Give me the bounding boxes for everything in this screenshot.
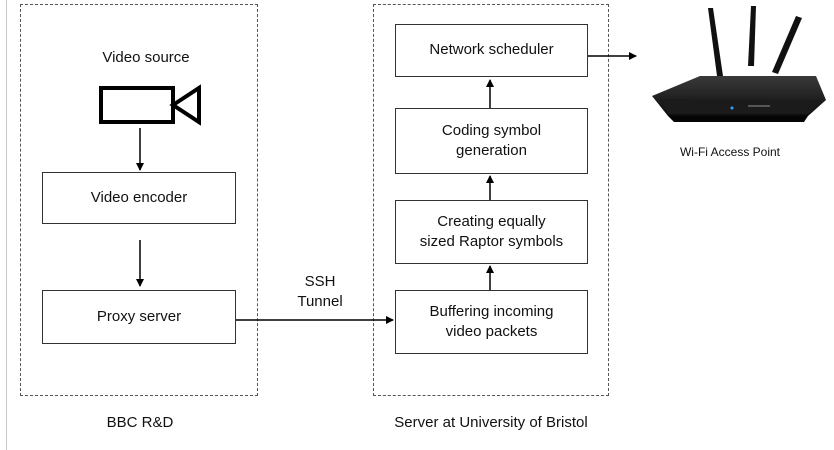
bristol-caption: Server at University of Bristol bbox=[394, 414, 588, 431]
bbc-caption: BBC R&D bbox=[106, 414, 174, 431]
access-point-caption: Wi-Fi Access Point bbox=[679, 145, 781, 159]
bristol-group-box bbox=[373, 4, 609, 396]
raptor-symbols-box: Creating equally sized Raptor symbols bbox=[395, 200, 588, 264]
proxy-server-box: Proxy server bbox=[42, 290, 236, 344]
video-encoder-box: Video encoder bbox=[42, 172, 236, 224]
page-left-border bbox=[6, 0, 7, 450]
ssh-tunnel-label: SSH Tunnel bbox=[297, 273, 343, 311]
bbc-group-box bbox=[20, 4, 258, 396]
buffering-box: Buffering incoming video packets bbox=[395, 290, 588, 354]
network-scheduler-box: Network scheduler bbox=[395, 24, 588, 77]
video-camera-icon bbox=[99, 84, 203, 128]
coding-symbol-box: Coding symbol generation bbox=[395, 108, 588, 174]
wifi-router-icon bbox=[638, 4, 830, 132]
video-source-label: Video source bbox=[102, 49, 190, 66]
